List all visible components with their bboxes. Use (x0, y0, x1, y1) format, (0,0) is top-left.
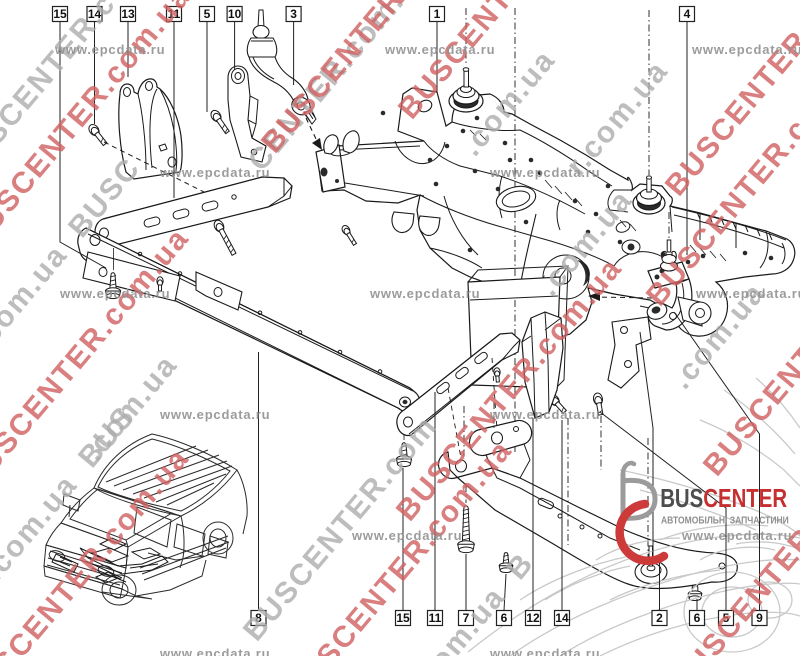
svg-text:14: 14 (88, 7, 102, 21)
svg-text:13: 13 (121, 7, 135, 21)
svg-text:12: 12 (526, 611, 540, 625)
svg-text:8: 8 (255, 611, 262, 625)
svg-text:5: 5 (204, 7, 211, 21)
svg-text:11: 11 (168, 7, 181, 21)
svg-text:6: 6 (694, 611, 701, 625)
svg-text:3: 3 (290, 7, 297, 21)
svg-text:9: 9 (756, 611, 763, 625)
svg-text:BUSCENTER: BUSCENTER (660, 484, 787, 513)
svg-text:6: 6 (501, 611, 508, 625)
svg-text:11: 11 (429, 611, 442, 625)
svg-text:1: 1 (434, 7, 441, 21)
svg-text:АВТОМОБІЛЬНІ ЗАПЧАСТИНИ: АВТОМОБІЛЬНІ ЗАПЧАСТИНИ (661, 515, 789, 527)
svg-text:15: 15 (396, 611, 410, 625)
svg-text:4: 4 (684, 7, 691, 21)
svg-text:5: 5 (723, 611, 730, 625)
svg-text:10: 10 (228, 7, 242, 21)
svg-text:7: 7 (463, 611, 470, 625)
svg-text:2: 2 (656, 611, 663, 625)
svg-text:14: 14 (555, 611, 569, 625)
svg-text:15: 15 (53, 7, 67, 21)
